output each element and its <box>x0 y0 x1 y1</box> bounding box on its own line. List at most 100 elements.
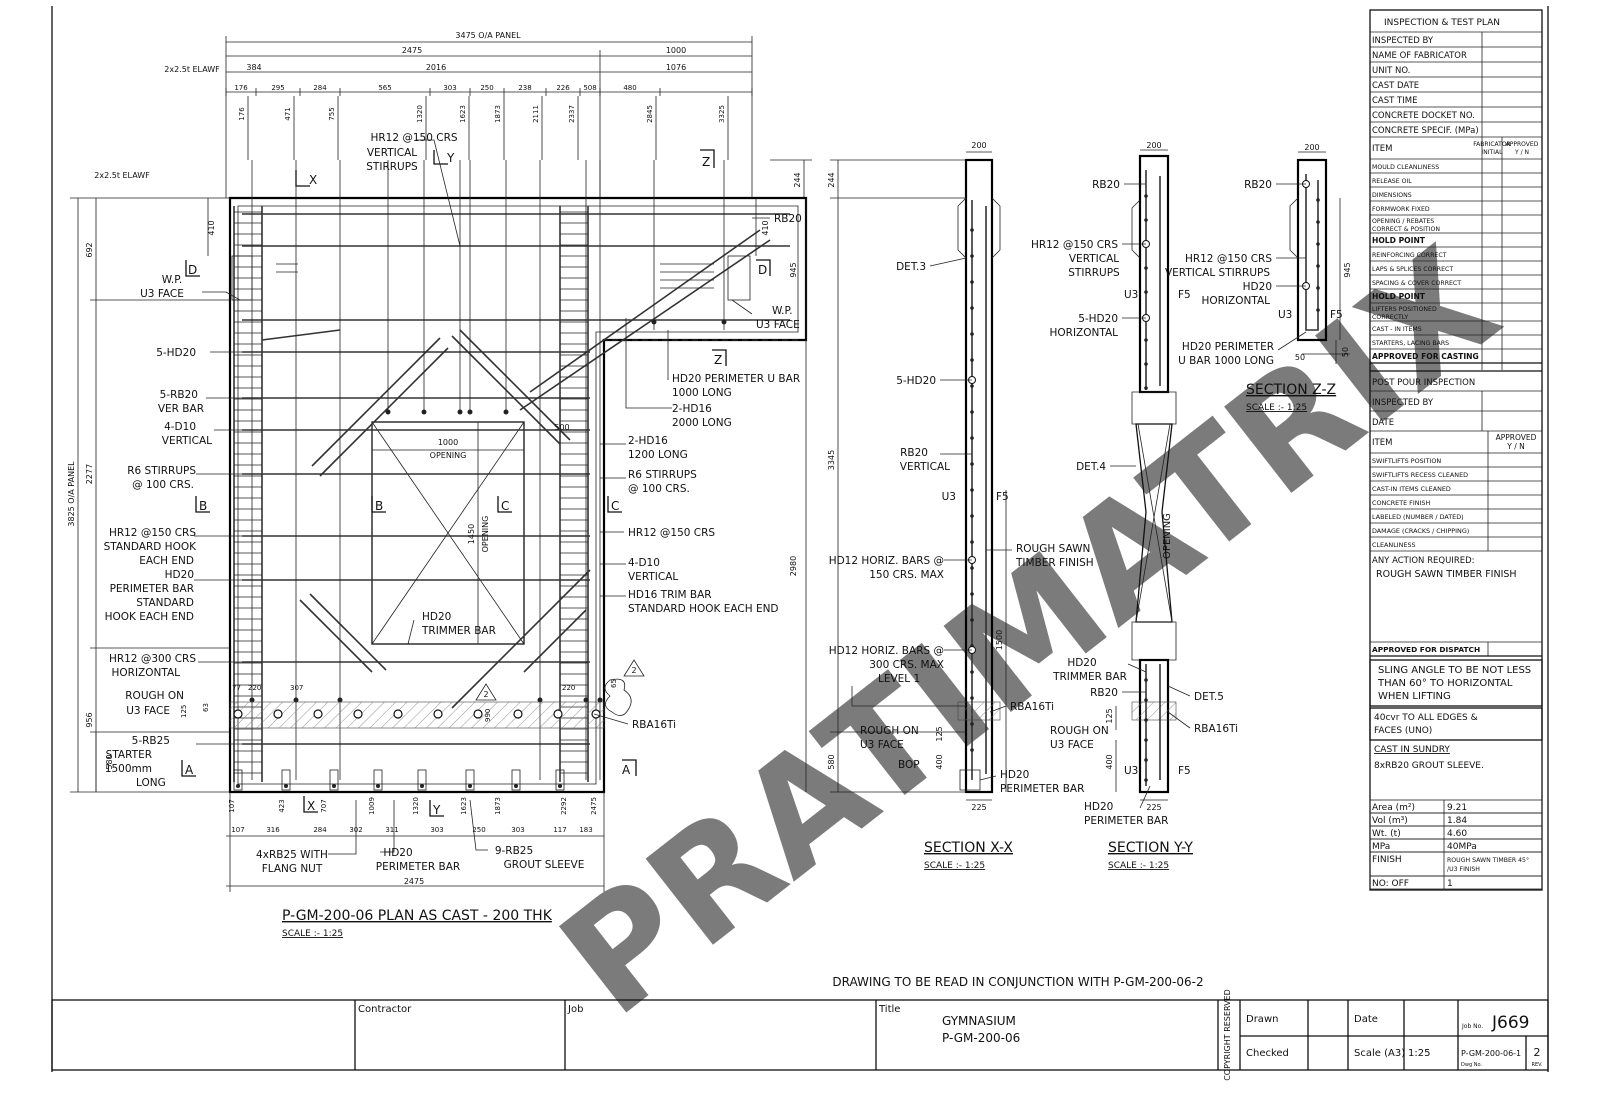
prop-value: 40MPa <box>1447 842 1477 852</box>
prop-value: 1 <box>1447 879 1453 889</box>
opening-500: 500 <box>554 423 569 432</box>
lbl-stirrups-top: STIRRUPS <box>366 161 418 173</box>
top-row-dim: 295 <box>271 84 284 92</box>
prop-key: MPa <box>1372 842 1390 852</box>
cover-line-1: 40cvr TO ALL EDGES & <box>1374 713 1478 723</box>
sec-yy-top-outline <box>1138 154 1170 394</box>
sec-zz-dim-text: 200 945 50 50 <box>1295 143 1352 362</box>
lbl-vertical-right: VERTICAL <box>628 571 678 583</box>
sec-yy-stirrups: STIRRUPS <box>1068 267 1120 279</box>
sec-yy-u3face: U3 FACE <box>1050 739 1094 751</box>
bottom-row-dim: 303 <box>430 826 443 834</box>
dim-bottom-2475: 2475 <box>404 877 424 886</box>
sec-yy-dim-125: 125 <box>1105 708 1114 723</box>
top-dims <box>225 36 753 198</box>
itp-item: FORMWORK FIXED <box>1372 206 1430 213</box>
bottom-vert-dim: 2475 <box>590 797 598 815</box>
lbl-100crs-right: @ 100 CRS. <box>628 483 690 495</box>
opening-vlabel: OPENING <box>481 516 490 553</box>
lbl-hd20-left: HD20 <box>165 569 194 581</box>
lbl-2000-long: 2000 LONG <box>672 417 732 429</box>
bar-dot <box>970 358 974 362</box>
sec-xx-dim-125: 125 <box>935 726 944 741</box>
starter-nut <box>281 769 291 791</box>
sec-xx-scale: SCALE :- 1:25 <box>924 861 985 871</box>
rev-triangle-1 <box>623 659 645 677</box>
bar-end <box>503 409 509 415</box>
sec-zz-scale: SCALE :- 1:25 <box>1246 403 1307 413</box>
sec-yy-leaders <box>1110 183 1191 809</box>
lbl-perimeter-bar-left: PERIMETER BAR <box>110 583 194 595</box>
bottom-row-dim: 311 <box>385 826 398 834</box>
bar-end <box>721 319 727 325</box>
dim-945: 945 <box>789 262 798 277</box>
bar-dot <box>970 436 974 440</box>
bar-dot <box>1144 738 1148 742</box>
bar-dot <box>970 566 974 570</box>
wp-box-right <box>727 255 751 301</box>
itp-item: APPROVED FOR CASTING <box>1372 352 1479 361</box>
tb-scale-label: Scale (A3) <box>1354 1048 1405 1059</box>
prop-key: Wt. (t) <box>1372 829 1401 839</box>
sec-xx-150crs: 150 CRS. MAX <box>869 569 944 581</box>
dim-1076: 1076 <box>666 63 686 72</box>
grout-sleeve <box>513 709 523 719</box>
lbl-horizontal-left: HORIZONTAL <box>112 667 181 679</box>
itp-post-item: LABELED (NUMBER / DATED) <box>1372 513 1464 521</box>
mark-c-right: C <box>611 499 619 513</box>
lbl-hr12-std: HR12 @150 CRS <box>109 527 196 539</box>
sec-yy-scale: SCALE :- 1:25 <box>1108 861 1169 871</box>
diag-bar-5 <box>529 229 761 393</box>
tb-job-no: J669 <box>1491 1013 1529 1033</box>
misc-dim-220: 220 <box>248 684 261 692</box>
top-row-dim: 238 <box>518 84 531 92</box>
sundry-value: 8xRB20 GROUT SLEEVE. <box>1374 761 1484 771</box>
sec-zz-f5: F5 <box>1330 309 1343 321</box>
panel-cover-line <box>237 205 799 785</box>
dim-384: 384 <box>246 63 261 72</box>
rev-cloud <box>604 678 632 716</box>
sec-yy-opening: OPENING <box>1162 513 1173 559</box>
mark-y-top: Y <box>446 151 455 165</box>
bottom-vert-dim: 1623 <box>460 797 468 815</box>
bar-dot <box>1316 220 1320 224</box>
itp-post-appr-2: Y / N <box>1506 442 1525 451</box>
sec-xx-hd12-a: HD12 HORIZ. BARS @ <box>829 555 944 567</box>
sec-yy-rb20-top: RB20 <box>1092 179 1120 191</box>
top-row-dim: 480 <box>623 84 636 92</box>
starter-dot <box>236 784 240 788</box>
dim-692: 692 <box>85 242 94 257</box>
bar-end <box>249 697 255 703</box>
mark-d-right: D <box>758 263 767 277</box>
diag-bar-3b <box>309 593 387 671</box>
lbl-4d10-left: 4-D10 <box>164 421 196 433</box>
section-yy: 200 125 400 225 RB20 HR12 @150 CRS VERTI… <box>1031 141 1238 871</box>
sec-xx-dim-text: 200 244 3345 580 1500 125 400 225 <box>827 141 1004 812</box>
bottom-row-dim: 250 <box>472 826 485 834</box>
lbl-vertical-top: VERTICAL <box>367 147 417 159</box>
top-row-dim: 303 <box>443 84 456 92</box>
tb-rev: 2 <box>1534 1046 1541 1059</box>
lbl-1000-long: 1000 LONG <box>672 387 732 399</box>
sec-yy-dim-text: 200 125 400 225 <box>1105 141 1162 812</box>
dim-580: 580 <box>105 754 114 769</box>
diag-bar-2b <box>459 329 571 441</box>
lbl-1200-long: 1200 LONG <box>628 449 688 461</box>
sec-xx-hd12-b: HD12 HORIZ. BARS @ <box>829 645 944 657</box>
lbl-u3face-rough: U3 FACE <box>126 705 170 717</box>
starter-nut <box>329 769 339 791</box>
sec-yy-trimmer: TRIMMER BAR <box>1052 671 1127 683</box>
sec-xx-level1: LEVEL 1 <box>878 673 920 685</box>
bar-dot <box>970 748 974 752</box>
starter-nut <box>511 769 521 791</box>
bar-dot <box>1144 718 1148 722</box>
vertical-bars <box>249 160 727 780</box>
grout-sleeve <box>273 709 283 719</box>
title-block: Contractor Job Title GYMNASIUM P-GM-200-… <box>51 989 1549 1081</box>
right-dims <box>755 159 812 792</box>
grout-sleeve <box>233 709 243 719</box>
itp-item: HOLD POINT <box>1372 292 1426 301</box>
grout-sleeve <box>591 709 601 719</box>
tb-checked: Checked <box>1246 1048 1289 1059</box>
misc-dim-220b: 220 <box>562 684 575 692</box>
